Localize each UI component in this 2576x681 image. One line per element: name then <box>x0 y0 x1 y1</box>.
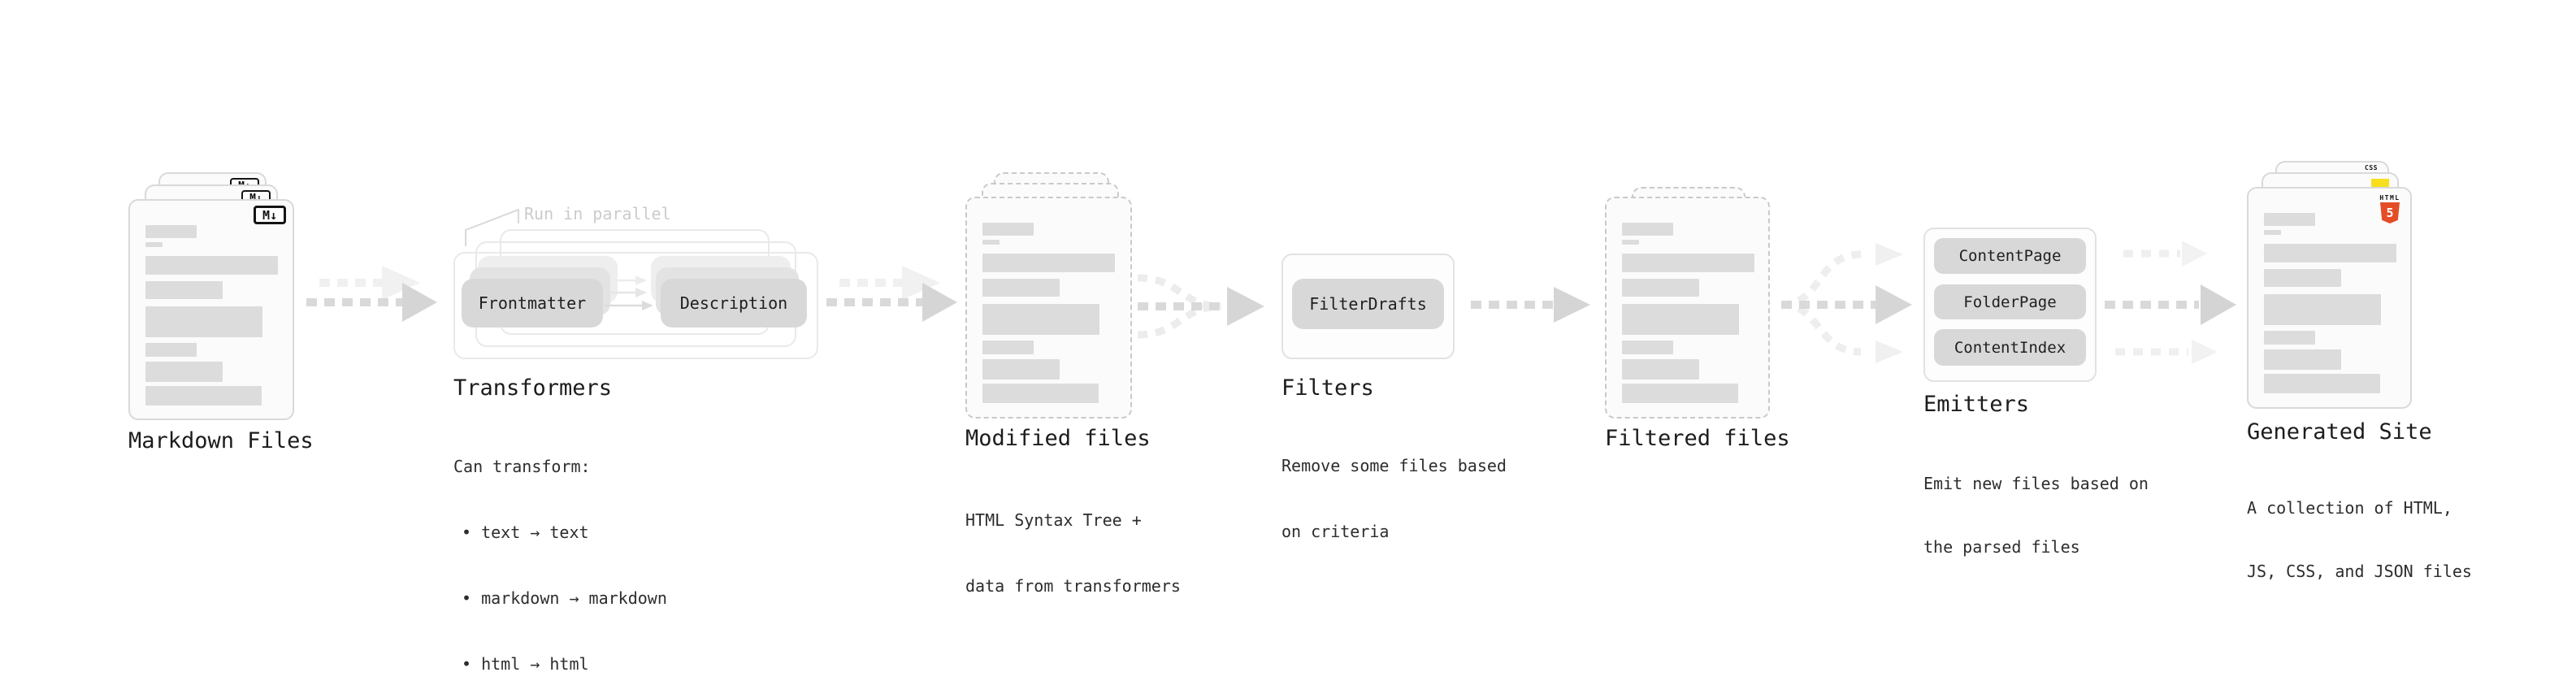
generated-site-description: A collection of HTML, JS, CSS, and JSON … <box>2247 455 2472 624</box>
generated-site-description-line: A collection of HTML, <box>2247 498 2452 518</box>
folder-page-pill: FolderPage <box>1934 284 2086 319</box>
emitters-description-line: Emit new files based on <box>1923 474 2149 493</box>
filtered-files-label: Filtered files <box>1605 426 1790 451</box>
generated-site-description-line: JS, CSS, and JSON files <box>2247 562 2472 581</box>
html5-icon: HTML 5 <box>2379 194 2401 223</box>
frontmatter-pill: Frontmatter <box>462 279 603 327</box>
transformer-bullet: • text → text <box>462 523 589 542</box>
js-icon <box>2371 179 2389 187</box>
emitters-heading: Emitters <box>1923 392 2030 417</box>
emitters-description-line: the parsed files <box>1923 537 2080 557</box>
markdown-icon: M↓ <box>254 206 286 224</box>
markdown-file-card-front: M↓ <box>128 199 294 420</box>
generated-html-card-front: HTML 5 <box>2247 187 2412 409</box>
filters-description: Remove some files based on criteria <box>1281 411 1507 587</box>
placeholder-text-lines <box>1622 223 1754 403</box>
filters-description-line: Remove some files based <box>1281 456 1507 475</box>
filters-heading: Filters <box>1281 375 1374 401</box>
transformers-description: Can transform: • text → text • markdown … <box>453 412 667 681</box>
filters-description-line: on criteria <box>1281 522 1390 541</box>
transformer-bullet: • html → html <box>462 654 589 674</box>
filter-drafts-pill: FilterDrafts <box>1292 279 1444 329</box>
modified-files-description-line: HTML Syntax Tree + <box>965 510 1142 530</box>
transformers-heading: Transformers <box>453 375 613 401</box>
arrow-markdown-to-transformers <box>306 266 437 322</box>
arrow-filtered-to-emitters <box>1780 243 1912 363</box>
generated-site-label: Generated Site <box>2247 419 2432 445</box>
placeholder-text-lines <box>145 225 278 406</box>
filtered-file-card-front <box>1605 197 1770 419</box>
placeholder-text-lines <box>982 223 1115 403</box>
description-pill: Description <box>661 279 807 327</box>
transformer-frame-front <box>453 252 818 359</box>
html5-icon-word: HTML <box>2379 194 2400 202</box>
modified-files-label: Modified files <box>965 426 1151 451</box>
arrow-transformers-to-modified <box>826 266 957 322</box>
arrows-emitters-to-generated <box>2105 241 2236 364</box>
html5-icon-number: 5 <box>2386 206 2394 220</box>
html5-icon-shield: 5 <box>2380 202 2400 223</box>
transformer-internal-arrows <box>605 275 653 310</box>
parallel-note: Run in parallel <box>524 204 671 223</box>
content-page-pill: ContentPage <box>1934 238 2086 274</box>
markdown-files-label: Markdown Files <box>128 428 314 453</box>
modified-file-card-front <box>965 197 1132 419</box>
arrow-modified-to-filters <box>1137 274 1264 339</box>
arrow-filters-to-filtered <box>1471 287 1590 323</box>
content-index-pill: ContentIndex <box>1934 329 2086 366</box>
modified-files-description-line: data from transformers <box>965 576 1181 596</box>
emitters-description: Emit new files based on the parsed files <box>1923 431 2149 600</box>
css-icon-label: CSS <box>2365 164 2378 171</box>
placeholder-text-lines <box>2264 213 2396 393</box>
parallel-note-connector <box>465 208 519 246</box>
modified-files-description: HTML Syntax Tree + data from transformer… <box>965 466 1181 641</box>
transformers-description-title: Can transform: <box>453 457 591 476</box>
transformer-bullet: • markdown → markdown <box>462 588 667 608</box>
